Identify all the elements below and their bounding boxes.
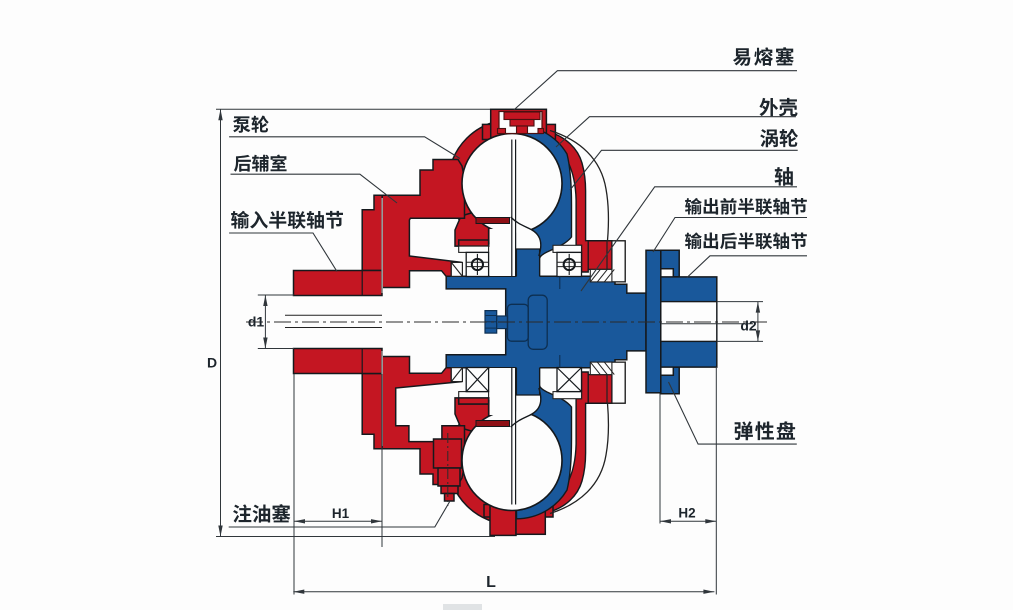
svg-text:D: D bbox=[207, 355, 217, 371]
svg-text:d2: d2 bbox=[740, 318, 757, 334]
svg-text:d1: d1 bbox=[248, 314, 265, 330]
svg-text:L: L bbox=[486, 574, 496, 591]
svg-text:H2: H2 bbox=[678, 506, 695, 521]
svg-text:H1: H1 bbox=[332, 506, 350, 521]
